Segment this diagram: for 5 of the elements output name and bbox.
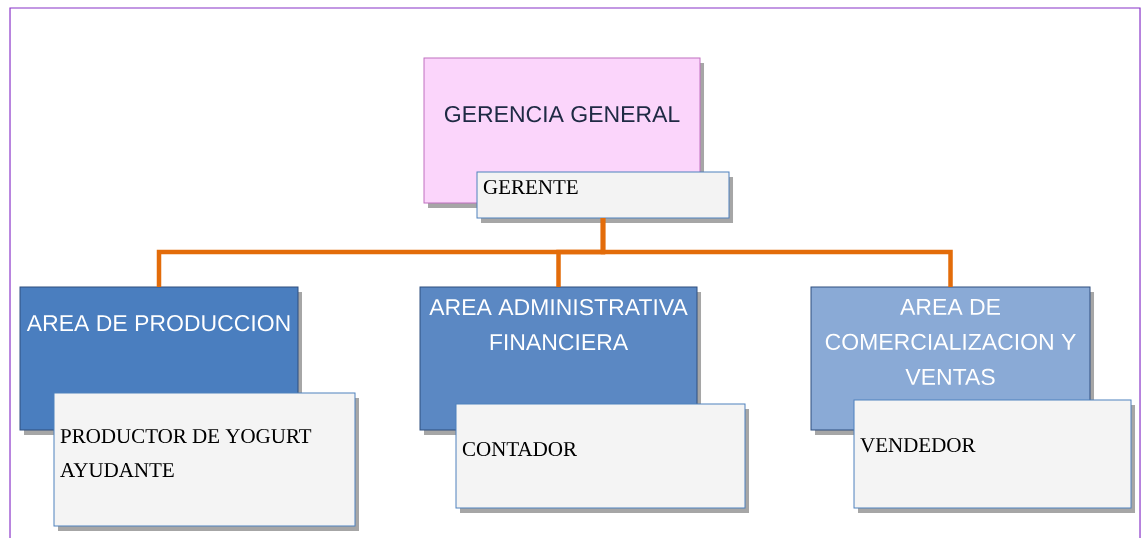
role-box: VENDEDOR [853, 399, 1135, 513]
connector-line [600, 218, 953, 287]
role-box: CONTADOR [455, 403, 749, 513]
role-box: GERENTE [476, 171, 733, 223]
role-box: PRODUCTOR DE YOGURT AYUDANTE [53, 392, 359, 531]
